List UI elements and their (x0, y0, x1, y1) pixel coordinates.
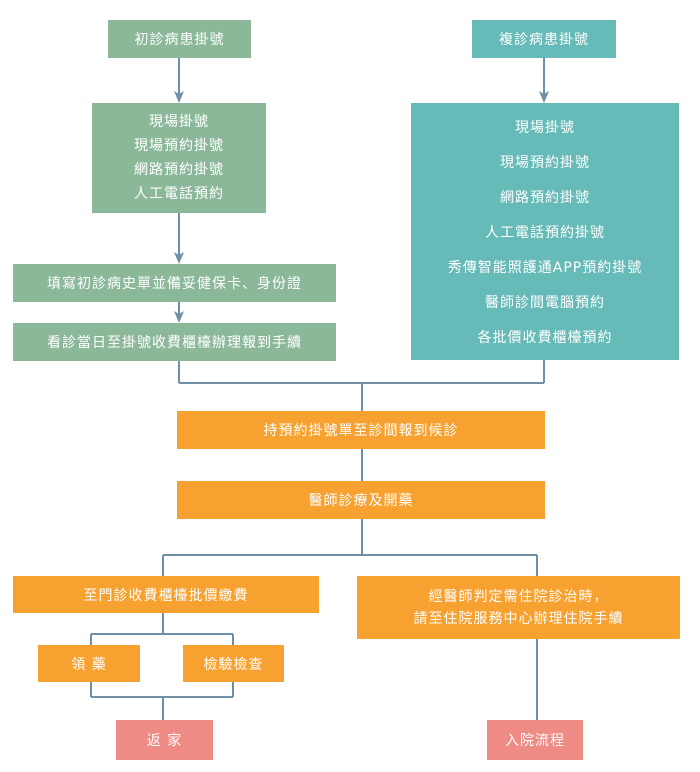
first-method-item: 網路預約掛號 (134, 162, 224, 178)
return-method-item: 醫師診間電腦預約 (485, 294, 605, 311)
visit-day-checkin-step: 看診當日至掛號收費櫃檯辦理報到手續 (13, 323, 336, 361)
return-method-item: 網路預約掛號 (500, 189, 590, 206)
admission-process-step: 入院流程 (487, 720, 583, 760)
admission-instruction-line1: 經醫師判定需住院診治時， (428, 588, 609, 605)
return-method-item: 現場掛號 (515, 119, 575, 136)
fill-history-form-text: 填寫初診病史單並備妥健保卡、身份證 (47, 276, 302, 292)
lab-exam-text: 檢驗檢查 (203, 656, 264, 673)
admission-instruction-step: 經醫師判定需住院診治時， 請至住院服務中心辦理住院手續 (357, 576, 680, 639)
first-method-item: 現場預約掛號 (134, 138, 224, 154)
return-visit-methods: 現場掛號 現場預約掛號 網路預約掛號 人工電話預約掛號 秀傳智能照護通APP預約… (411, 103, 679, 360)
diagnosis-prescription-text: 醫師診療及開藥 (308, 493, 414, 509)
pick-up-medicine-text: 領 藥 (71, 656, 107, 673)
first-visit-methods: 現場掛號 現場預約掛號 網路預約掛號 人工電話預約 (92, 103, 266, 213)
diagnosis-prescription-step: 醫師診療及開藥 (177, 481, 545, 519)
return-visit-title: 複診病患掛號 (499, 32, 589, 48)
go-home-text: 返 家 (146, 733, 183, 749)
return-visit-registration: 複診病患掛號 (472, 20, 616, 58)
lab-exam-step: 檢驗檢查 (183, 645, 284, 682)
return-method-item: 現場預約掛號 (500, 154, 590, 171)
pick-up-medicine-step: 領 藥 (38, 645, 140, 682)
clinic-checkin-step: 持預約掛號單至診間報到候診 (177, 411, 545, 449)
outpatient-payment-text: 至門診收費櫃檯批價繳費 (83, 587, 249, 604)
first-visit-registration: 初診病患掛號 (108, 20, 251, 58)
return-method-item: 秀傳智能照護通APP預約掛號 (447, 259, 643, 276)
visit-day-checkin-text: 看診當日至掛號收費櫃檯辦理報到手續 (47, 335, 302, 351)
admission-process-text: 入院流程 (505, 733, 565, 749)
return-method-item: 各批價收費櫃檯預約 (477, 329, 613, 346)
first-method-item: 現場掛號 (149, 114, 209, 130)
admission-instruction-line2: 請至住院服務中心辦理住院手續 (413, 610, 624, 627)
fill-history-form-step: 填寫初診病史單並備妥健保卡、身份證 (13, 264, 336, 302)
return-method-item: 人工電話預約掛號 (485, 224, 605, 241)
first-method-item: 人工電話預約 (134, 186, 224, 202)
outpatient-payment-step: 至門診收費櫃檯批價繳費 (13, 576, 319, 613)
clinic-checkin-text: 持預約掛號單至診間報到候診 (263, 423, 459, 439)
go-home-step: 返 家 (116, 720, 213, 760)
first-visit-title: 初診病患掛號 (134, 32, 225, 48)
